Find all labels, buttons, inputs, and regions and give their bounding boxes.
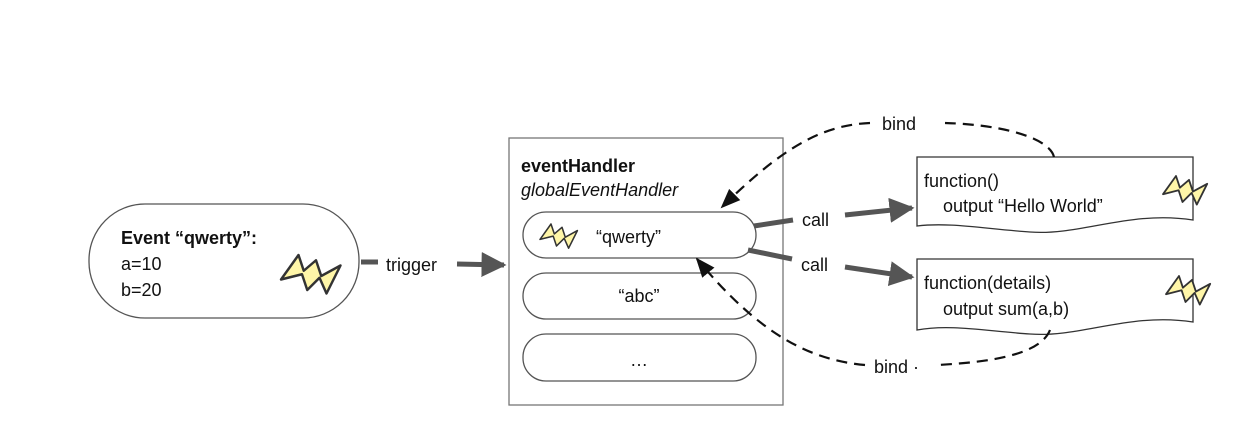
bind-connector-1: bind (720, 114, 1056, 209)
bind-label: bind (882, 114, 916, 134)
handler-item-more: … (522, 333, 757, 382)
function-card-hello: function() output “Hello World” (916, 156, 1209, 234)
function-body: output “Hello World” (943, 196, 1103, 216)
call-connector-2: call (747, 247, 915, 287)
handler-item-label: … (630, 350, 648, 370)
event-param-b: b=20 (121, 280, 162, 300)
function-body: output sum(a,b) (943, 299, 1069, 319)
call-connector-1: call (753, 197, 915, 230)
call-label: call (801, 255, 828, 275)
event-node: Event “qwerty”: a=10 b=20 (88, 203, 360, 319)
handler-item-label: “abc” (618, 286, 659, 306)
event-title: Event “qwerty”: (121, 228, 257, 248)
function-signature: function() (924, 171, 999, 191)
function-signature: function(details) (924, 273, 1051, 293)
bind-label: bind · (874, 357, 919, 377)
handler-item-qwerty: “qwerty” (522, 211, 757, 259)
event-handler-box: eventHandler globalEventHandler “qwerty”… (508, 137, 784, 406)
trigger-label: trigger (386, 255, 437, 275)
bind-connector-2: bind · (695, 257, 1052, 377)
event-param-a: a=10 (121, 254, 162, 274)
event-handler-subtitle: globalEventHandler (521, 180, 679, 200)
function-card-sum: function(details) output sum(a,b) (916, 258, 1212, 336)
call-label: call (802, 210, 829, 230)
trigger-connector: trigger (361, 252, 507, 278)
event-handler-title: eventHandler (521, 156, 635, 176)
handler-item-abc: “abc” (522, 272, 757, 320)
handler-item-label: “qwerty” (596, 227, 661, 247)
